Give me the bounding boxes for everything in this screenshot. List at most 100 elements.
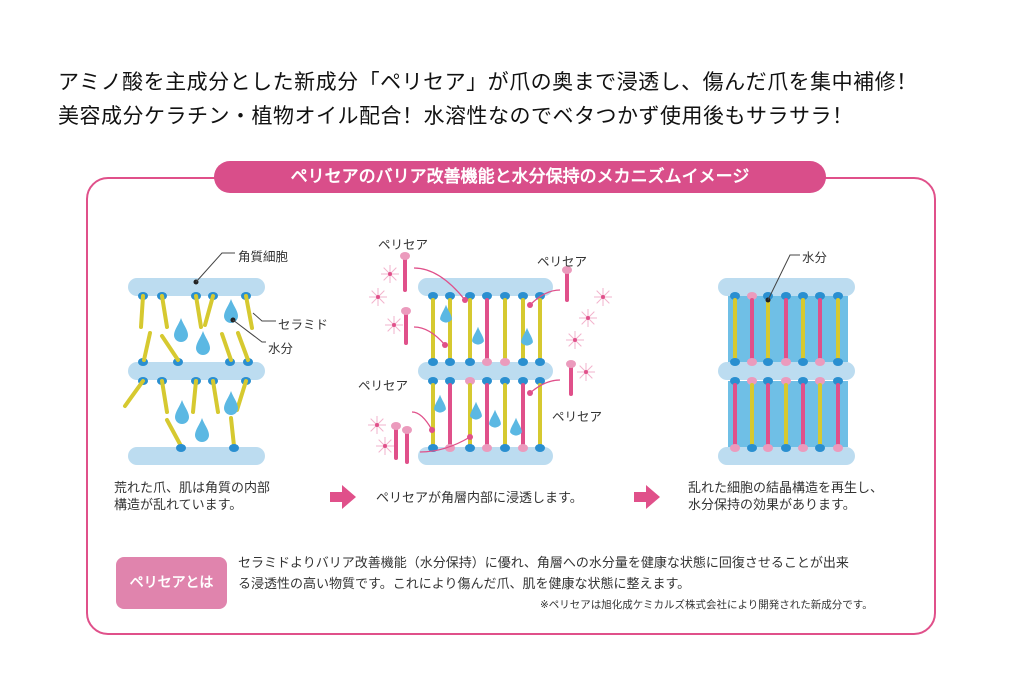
lipid-head — [391, 422, 401, 430]
lipid-head — [465, 358, 475, 366]
lipid-head — [229, 444, 239, 452]
sparkle-icon — [586, 316, 590, 320]
mechanism-title-banner: ペリセアのバリア改善機能と水分保持のメカニズムイメージ — [214, 161, 826, 193]
lipid-head — [730, 444, 740, 452]
lipid-head — [798, 377, 808, 385]
corneocyte-band — [128, 447, 265, 465]
sparkle-icon — [392, 323, 396, 327]
lipid-head — [535, 444, 545, 452]
lipid-head — [747, 358, 757, 366]
lipid-head — [535, 377, 545, 385]
lipid-head — [781, 292, 791, 300]
lipid-head — [482, 377, 492, 385]
water-drop-icon — [521, 327, 533, 346]
caption-line: 乱れた細胞の結晶構造を再生し、 — [688, 481, 884, 496]
label-pelicer: ペリセア — [378, 237, 429, 252]
label-ceramide: セラミド — [278, 317, 329, 332]
leader-line — [195, 252, 235, 283]
corneocyte-band — [718, 362, 855, 380]
caption-step-3: 乱れた細胞の結晶構造を再生し、 水分保持の効果があります。 — [688, 480, 883, 514]
penetration-arrow — [413, 267, 466, 301]
lipid-head — [833, 444, 843, 452]
leader-line — [252, 312, 276, 322]
corneocyte-band — [128, 278, 265, 296]
ceramide-molecule — [160, 379, 169, 414]
water-drop-icon — [489, 409, 501, 428]
corneocyte-band — [418, 278, 553, 296]
lipid-head — [500, 444, 510, 452]
penetration-arrow-head — [429, 427, 435, 433]
lipid-head — [535, 358, 545, 366]
water-drop-icon — [510, 417, 522, 436]
lipid-head — [465, 377, 475, 385]
description-line: セラミドよりバリア改善機能（水分保持）に優れ、角層への水分量を健康な状態に回復さ… — [238, 556, 849, 571]
lipid-head — [482, 292, 492, 300]
lipid-head — [747, 444, 757, 452]
corneocyte-band — [718, 278, 855, 296]
lipid-head — [445, 292, 455, 300]
lipid-head — [445, 377, 455, 385]
step-arrow-icon — [634, 485, 660, 509]
sparkle-icon — [388, 272, 392, 276]
lipid-head — [798, 292, 808, 300]
lipid-head — [518, 377, 528, 385]
label-pelicer: ペリセア — [358, 378, 409, 393]
label-pelicer: ペリセア — [537, 254, 588, 269]
lipid-head — [482, 358, 492, 366]
lipid-head — [500, 292, 510, 300]
penetration-arrow — [411, 411, 433, 431]
lipid-head — [730, 358, 740, 366]
caption-line: 水分保持の効果があります。 — [688, 498, 856, 513]
lipid-head — [781, 358, 791, 366]
penetration-arrow — [419, 436, 471, 453]
water-drop-icon — [196, 331, 210, 355]
lipid-head — [518, 292, 528, 300]
sparkle-icon — [375, 423, 379, 427]
lipid-head — [815, 358, 825, 366]
water-drop-icon — [472, 326, 484, 345]
sparkle-icon — [376, 295, 380, 299]
lipid-head — [428, 292, 438, 300]
ceramide-molecule — [229, 416, 236, 448]
lipid-head — [747, 292, 757, 300]
lipid-head — [500, 358, 510, 366]
pelicer-description: セラミドよりバリア改善機能（水分保持）に優れ、角層への水分量を健康な状態に回復さ… — [238, 553, 849, 595]
water-drop-icon — [440, 304, 452, 323]
leader-line — [767, 254, 800, 301]
penetration-arrow — [413, 326, 446, 346]
lipid-head — [833, 377, 843, 385]
lipid-head — [763, 444, 773, 452]
ceramide-molecule — [160, 294, 169, 329]
ceramide-molecule — [244, 294, 254, 330]
caption-line: 構造が乱れています。 — [114, 498, 243, 513]
penetration-arrow — [529, 379, 561, 394]
sparkle-icon — [383, 444, 387, 448]
ceramide-molecule — [165, 418, 183, 448]
headline-line-2: 美容成分ケラチン・植物オイル配合！水溶性なのでベタつかず使用後もサラサラ！ — [58, 104, 854, 128]
lipid-head — [173, 358, 183, 366]
water-drop-icon — [175, 400, 189, 424]
headline-line-1: アミノ酸を主成分とした新成分「ペリセア」が爪の奥まで浸透し、傷んだ爪を集中補修！ — [58, 70, 918, 94]
lipid-head — [815, 377, 825, 385]
caption-step-1: 荒れた爪、肌は角質の内部 構造が乱れています。 — [114, 480, 270, 514]
pelicer-footnote: ※ペリセアは旭化成ケミカルズ株式会社により開発された新成分です。 — [540, 599, 873, 611]
water-drop-icon — [224, 391, 238, 415]
ceramide-molecule — [235, 379, 248, 412]
penetration-arrow-head — [462, 297, 468, 303]
penetration-arrow-head — [527, 390, 533, 396]
ceramide-molecule — [211, 379, 220, 414]
water-drop-icon — [174, 318, 188, 342]
water-drop-icon — [434, 394, 446, 413]
ceramide-molecule — [203, 294, 215, 327]
corneocyte-band — [128, 362, 265, 380]
lipid-head — [445, 358, 455, 366]
lipid-head — [730, 377, 740, 385]
lipid-head — [428, 358, 438, 366]
lipid-head — [562, 266, 572, 274]
lipid-head — [833, 358, 843, 366]
lipid-head — [815, 444, 825, 452]
lipid-head — [465, 444, 475, 452]
ceramide-molecule — [139, 294, 145, 329]
ceramide-molecule — [194, 294, 203, 329]
